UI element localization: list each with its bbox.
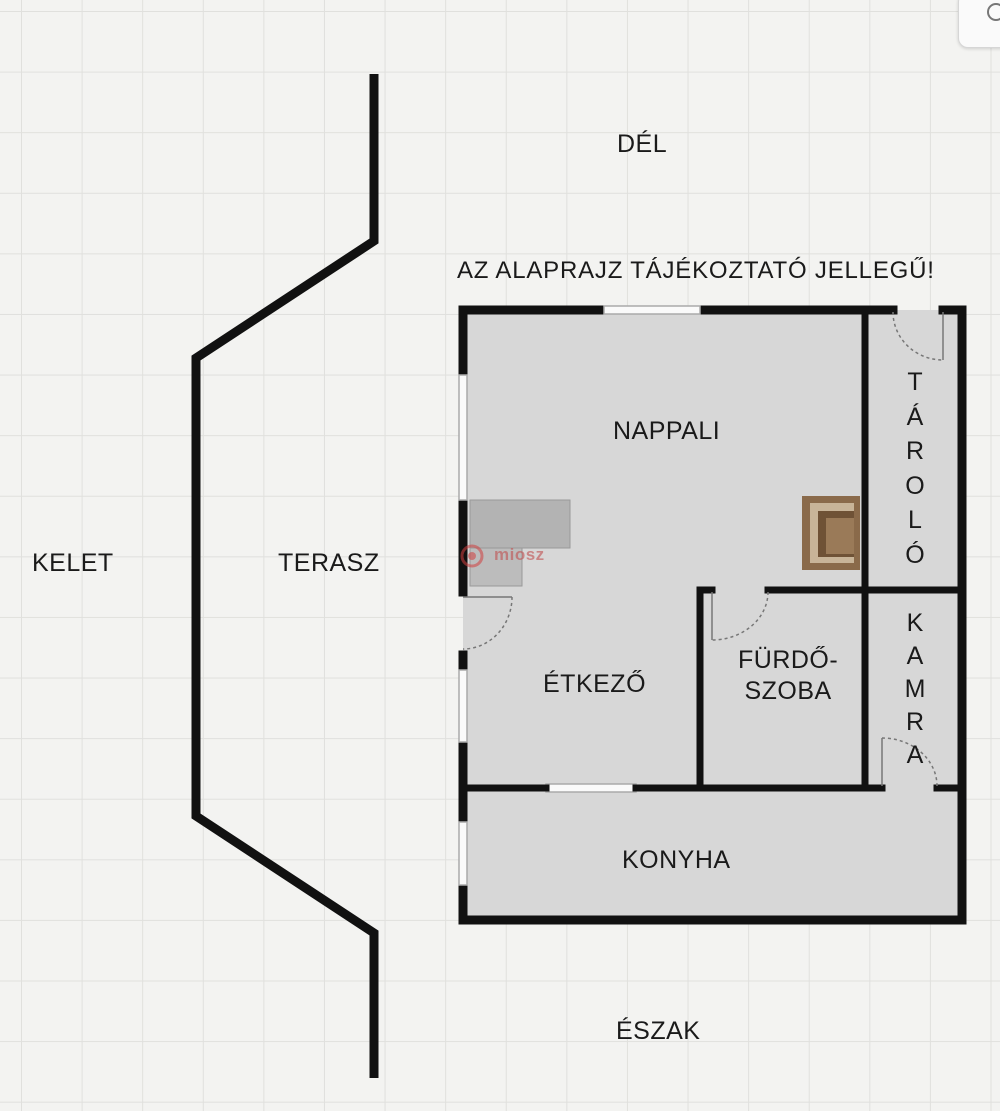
storage-letter: Á xyxy=(906,402,924,431)
room-label-bath-line1: FÜRDŐ- xyxy=(738,646,839,674)
room-label-storage: T Á R O L Ó xyxy=(895,365,935,572)
pantry-letter: A xyxy=(906,741,924,769)
interior-walls xyxy=(459,306,966,792)
pantry-letter: K xyxy=(906,609,924,637)
storage-letter: L xyxy=(908,506,922,534)
fireplace-icon xyxy=(802,496,860,570)
compass-east: KELET xyxy=(32,549,114,577)
stair-block-lower xyxy=(469,547,523,587)
room-label-dining: ÉTKEZŐ xyxy=(543,670,647,698)
search-icon xyxy=(987,3,1000,21)
door-swings xyxy=(462,311,944,787)
room-label-living: NAPPALI xyxy=(613,417,721,445)
compass-north: ÉSZAK xyxy=(616,1017,701,1045)
room-label-bath-line2: SZOBA xyxy=(744,677,832,705)
storage-letter: R xyxy=(905,437,925,465)
terrace-label: TERASZ xyxy=(278,549,380,577)
notice-text: AZ ALAPRAJZ TÁJÉKOZTATÓ JELLEGŰ! xyxy=(457,257,935,284)
watermark-text: miosz xyxy=(494,545,545,564)
room-label-pantry: K A M R A xyxy=(895,607,935,772)
pantry-letter: A xyxy=(906,642,924,670)
terrace-outline xyxy=(191,74,379,1078)
pantry-letter: R xyxy=(905,708,925,736)
pantry-letter: M xyxy=(904,675,926,703)
corner-search-button[interactable] xyxy=(958,0,1000,48)
storage-letter: Ó xyxy=(905,540,925,569)
watermark-logo-icon xyxy=(460,544,484,568)
windows xyxy=(458,305,701,886)
room-label-kitchen: KONYHA xyxy=(622,846,731,874)
outer-walls xyxy=(458,305,967,925)
storage-letter: O xyxy=(905,471,925,500)
storage-letter: T xyxy=(907,368,923,396)
room-label-bath: FÜRDŐ- SZOBA xyxy=(738,645,838,707)
stair-block xyxy=(469,499,571,549)
compass-south: DÉL xyxy=(617,130,668,158)
